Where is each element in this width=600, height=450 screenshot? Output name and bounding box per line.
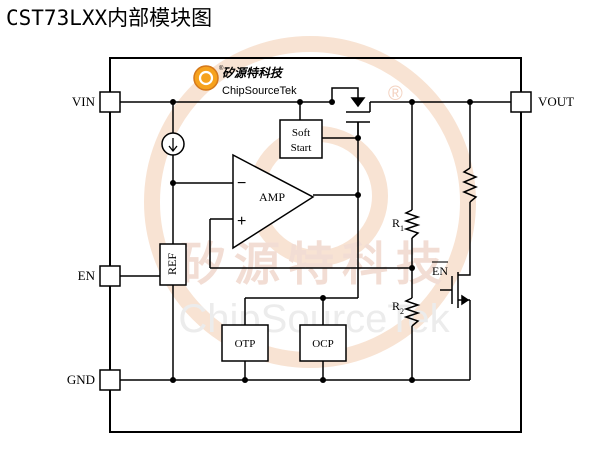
vin-pin (99, 91, 121, 113)
soft-start-label-line1: Soft (292, 127, 310, 139)
discharge-resistor-icon (462, 167, 478, 203)
chip-outline (109, 57, 522, 433)
en-bar-label: EN (432, 264, 448, 278)
amp-minus-sign: − (237, 175, 246, 192)
logo-en-name: ChipSourceTek (222, 85, 297, 97)
vout-pin (510, 91, 532, 113)
en-pin (99, 265, 121, 287)
ref-label: REF (165, 253, 179, 275)
r1-label: R (392, 216, 400, 230)
logo: 矽源特科技 ChipSourceTek ® (193, 65, 297, 97)
page-title: CST73LXX内部模块图 (6, 6, 213, 30)
wires (120, 101, 511, 381)
r1-resistor-icon (403, 209, 421, 239)
en-label: EN (78, 268, 96, 283)
watermark-registered: ® (388, 83, 403, 105)
amp-label: AMP (259, 190, 285, 204)
ocp-block (299, 324, 347, 362)
r1-subscript: 1 (400, 224, 404, 233)
watermark-cn-text: 矽源特科技 (180, 237, 450, 291)
r2-label: R (392, 299, 400, 313)
ref-block (159, 243, 187, 286)
amp-triangle (232, 153, 315, 250)
ocp-label: OCP (312, 338, 333, 350)
soft-start-label-line2: Start (291, 142, 312, 154)
logo-badge-icon (193, 65, 219, 91)
watermark: ® 矽源特科技 ChipSourceTek (144, 36, 476, 368)
gnd-pin (99, 369, 121, 391)
logo-cn-name: 矽源特科技 (222, 66, 284, 80)
r2-subscript: 2 (400, 307, 404, 316)
current-source-icon (161, 132, 185, 156)
gnd-label: GND (67, 372, 95, 387)
otp-block (221, 324, 269, 362)
r2-resistor-icon (403, 297, 421, 327)
amp-plus-sign: + (237, 213, 246, 230)
vin-label: VIN (72, 94, 96, 109)
otp-label: OTP (235, 338, 256, 350)
discharge-transistor-icon (451, 258, 471, 308)
vout-label: VOUT (538, 94, 574, 109)
pass-transistor-icon (331, 87, 371, 138)
logo-registered-mark: ® (219, 65, 224, 72)
soft-start-block (279, 119, 323, 159)
